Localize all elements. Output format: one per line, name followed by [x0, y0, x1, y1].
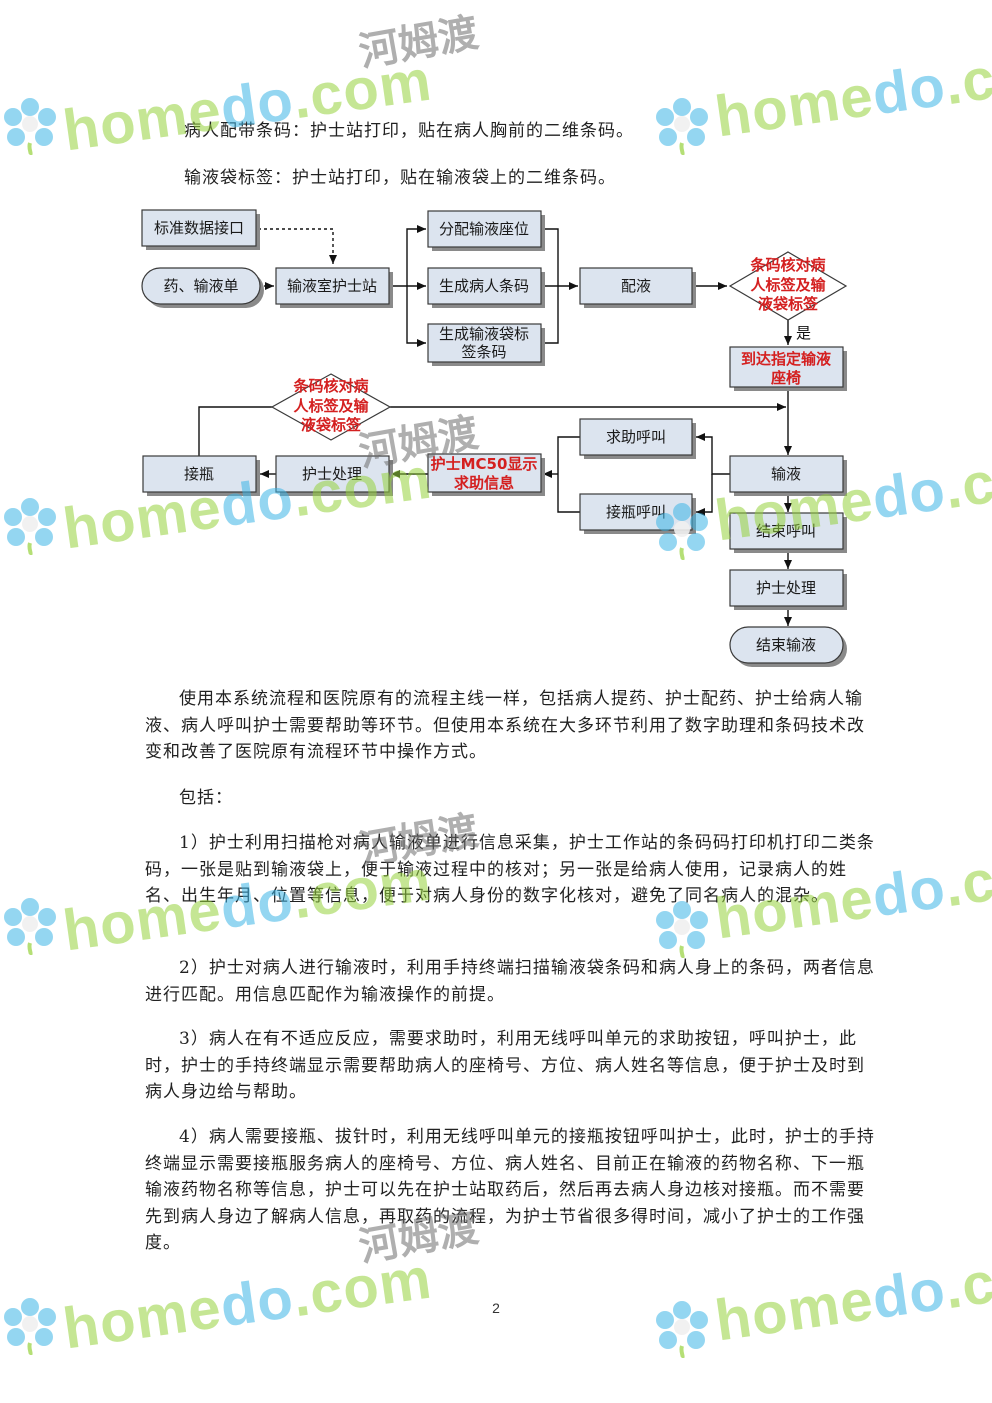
node-change-bottle: 接瓶: [142, 455, 260, 496]
svg-text:输液室护士站: 输液室护士站: [287, 277, 377, 295]
svg-text:护士MC50显示: 护士MC50显示: [431, 455, 538, 473]
item-1-paragraph: 1）护士利用扫描枪对病人输液单进行信息采集，护士工作站的条码码打印机打印二类条码…: [145, 833, 875, 906]
svg-text:到达指定输液: 到达指定输液: [741, 350, 832, 368]
edge-interface-to-station: [258, 228, 337, 264]
node-std-interface: 标准数据接口: [141, 209, 260, 250]
svg-text:签条码: 签条码: [461, 343, 506, 361]
svg-text:生成病人条码: 生成病人条码: [439, 277, 529, 295]
flower-logo-icon: [4, 98, 56, 157]
node-help-call: 求助呼叫: [579, 418, 696, 459]
flowchart-edges: [198, 225, 792, 626]
node-medicine-order: 药、输液单: [141, 267, 264, 308]
item-2-paragraph: 2）护士对病人进行输液时，利用手持终端扫描输液袋条码和病人身上的条码，两者信息进…: [145, 958, 875, 1005]
edge-bottle-to-verify2: [198, 406, 272, 456]
svg-text:人标签及输: 人标签及输: [293, 397, 369, 415]
svg-text:生成输液袋标: 生成输液袋标: [439, 325, 529, 343]
node-assign-seat: 分配输液座位: [427, 210, 545, 251]
intro-line-1: 病人配带条码：护士站打印，贴在病人胸前的二维条码。: [184, 121, 634, 141]
label-yes: 是: [796, 324, 811, 342]
edge-infusion-to-help: [696, 433, 730, 475]
node-nurse-handle-left: 护士处理: [275, 455, 393, 496]
svg-text:药、输液单: 药、输液单: [163, 277, 238, 295]
svg-text:座椅: 座椅: [770, 369, 801, 387]
svg-text:求助信息: 求助信息: [454, 474, 514, 492]
watermark-brand-text: homedo.com: [59, 47, 436, 164]
node-verify-2: 条码核对病 人标签及输 液袋标签: [270, 373, 392, 441]
node-end-infusion: 结束输液: [729, 626, 847, 667]
svg-text:条码核对病: 条码核对病: [292, 377, 368, 395]
node-nurse-station: 输液室护士站: [275, 267, 393, 308]
flowchart: 标准数据接口 药、输液单 输液室护士站 分配输液座位 生成病人条码 生成输液袋标…: [141, 209, 848, 667]
edge-infusion-to-bottle: [696, 474, 713, 516]
flower-logo-icon: [4, 898, 56, 957]
summary-paragraph: 使用本系统流程和医院原有的流程主线一样，包括病人提药、护士配药、护士给病人输液、…: [145, 689, 865, 762]
intro-line-2: 输液袋标签：护士站打印，贴在输液袋上的二维条码。: [184, 168, 616, 188]
svg-text:人标签及输: 人标签及输: [750, 276, 826, 294]
node-gen-bag-code: 生成输液袋标 签条码: [427, 323, 545, 366]
node-bottle-call: 接瓶呼叫: [579, 493, 696, 534]
watermark-homedo: [0, 895, 60, 959]
edge-station-to-bag-code: [406, 286, 426, 347]
svg-text:输液: 输液: [771, 465, 801, 483]
svg-text:结束呼叫: 结束呼叫: [756, 522, 816, 540]
svg-text:护士处理: 护士处理: [302, 465, 362, 483]
node-dispense: 配液: [579, 267, 696, 308]
item-4-paragraph: 4）病人需要接瓶、拔针时，利用无线呼叫单元的接瓶按钮呼叫护士，此时，护士的手持终…: [145, 1127, 875, 1253]
node-infusion: 输液: [729, 455, 847, 496]
svg-text:条码核对病: 条码核对病: [749, 256, 825, 274]
svg-text:标准数据接口: 标准数据接口: [154, 219, 244, 237]
svg-text:液袋标签: 液袋标签: [301, 416, 362, 434]
node-arrive-seat: 到达指定输液 座椅: [729, 346, 847, 391]
edge-station-to-seat: [406, 225, 426, 286]
svg-text:结束输液: 结束输液: [756, 636, 816, 654]
svg-text:求助呼叫: 求助呼叫: [606, 428, 666, 446]
node-nurse-handle-right: 护士处理: [729, 569, 847, 610]
svg-text:液袋标签: 液袋标签: [758, 295, 819, 313]
node-end-call: 结束呼叫: [729, 512, 847, 553]
edge-call-bracket: [557, 436, 580, 513]
watermark-cn-text: 河姆渡: [355, 9, 482, 77]
item-3-paragraph: 3）病人在有不适应反应，需要求助时，利用无线呼叫单元的求助按钮，呼叫护士，此时，…: [145, 1029, 865, 1102]
svg-text:接瓶呼叫: 接瓶呼叫: [606, 503, 666, 521]
svg-text:分配输液座位: 分配输液座位: [439, 220, 529, 238]
node-mc50-display: 护士MC50显示 求助信息: [427, 453, 545, 496]
svg-text:接瓶: 接瓶: [184, 465, 214, 483]
watermark-homedo: [0, 95, 60, 159]
svg-text:护士处理: 护士处理: [756, 579, 816, 597]
page-number: 2: [492, 1300, 500, 1316]
include-label: 包括：: [179, 788, 233, 808]
node-gen-patient-code: 生成病人条码: [427, 267, 545, 308]
svg-text:配液: 配液: [621, 277, 651, 295]
node-verify-1: 条码核对病 人标签及输 液袋标签: [728, 251, 848, 321]
